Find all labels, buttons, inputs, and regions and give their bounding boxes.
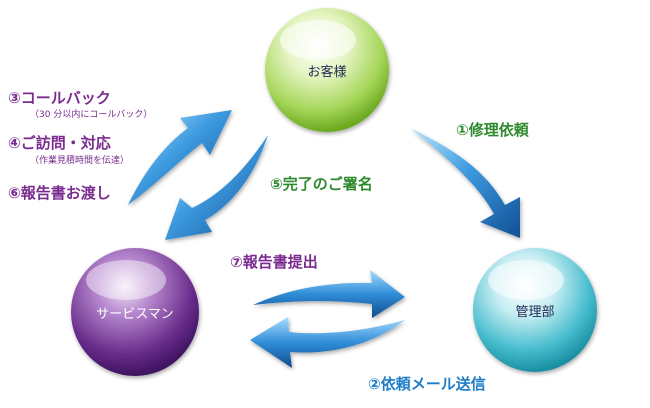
arrow-request-email: [250, 317, 405, 368]
step-report-handover: ⑥報告書お渡し: [8, 184, 111, 202]
node-customer: お客様: [307, 65, 347, 80]
step-completion-signature: ⑤完了のご署名: [270, 175, 373, 193]
arrow-repair-request: [410, 128, 520, 238]
service-man-sphere: [71, 248, 199, 376]
arrow-completion-signature: [165, 135, 268, 240]
arrow-callback: [128, 110, 232, 205]
arrow-report-submission: [253, 270, 405, 318]
step-visit: ④ご訪問・対応: [8, 134, 111, 152]
node-service-man: サービスマン: [96, 307, 174, 322]
step-repair-request: ①修理依頼: [456, 121, 529, 139]
step-visit-note: （作業見積時間を伝達）: [30, 156, 130, 166]
step-request-email: ②依頼メール送信: [368, 375, 486, 393]
step-callback: ③コールバック: [8, 89, 111, 107]
customer-sphere: [265, 8, 389, 132]
node-management: 管理部: [515, 305, 555, 320]
step-callback-note: （30 分以内にコールバック）: [30, 110, 153, 120]
step-report-submission: ⑦報告書提出: [230, 253, 318, 271]
management-sphere: [473, 248, 597, 372]
